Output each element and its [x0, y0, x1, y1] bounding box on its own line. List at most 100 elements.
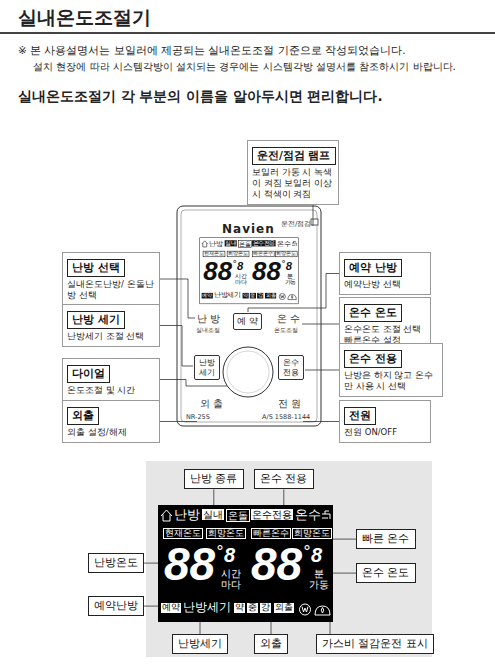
- leader-line: [313, 205, 314, 226]
- leader-line: [330, 622, 331, 634]
- lcd-label: 외출: [274, 603, 294, 613]
- panel-label: 운전/점검: [281, 219, 311, 229]
- button-label: 예 약: [233, 313, 262, 330]
- title-rule: [0, 32, 495, 34]
- lcd-label: 현재온도: [203, 251, 225, 257]
- callout-body: 난방세기 조절 선택: [67, 331, 155, 342]
- lcd-label: 희망온도: [227, 251, 249, 257]
- thermostat-housing: [177, 206, 321, 426]
- callout-heading: 온수 전용: [344, 350, 402, 368]
- lcd-label: 강: [257, 293, 263, 299]
- leader-line: [160, 326, 193, 367]
- panel-label: A/S 1588-1144: [262, 413, 310, 421]
- callout-box: 다이얼온도조절 및 시간: [62, 358, 160, 401]
- callout-box: 외출외출 설정/해제: [62, 400, 160, 443]
- dial: [223, 347, 273, 397]
- callout-label: 난방온도: [94, 556, 138, 570]
- callout-box: 가스비 절감운전 표시: [316, 634, 434, 654]
- callout-body: 실내온도난방/ 온돌난방 선택: [67, 279, 155, 301]
- button-label: 난 방: [197, 313, 220, 326]
- leader-line: [283, 489, 284, 505]
- lcd-label: 8: [237, 260, 243, 271]
- callout-box: 난방온도: [88, 553, 144, 573]
- button-label: 외 출: [200, 398, 223, 411]
- button-label: 전 원: [278, 398, 301, 411]
- leader-line: [160, 380, 227, 387]
- lcd-label: °: [281, 259, 285, 269]
- callout-box: 전원전원 ON/OFF: [339, 400, 431, 443]
- lcd-label: 88: [252, 258, 281, 284]
- lcd-label: 난방세기: [183, 601, 231, 614]
- lcd-label: 중: [247, 603, 258, 613]
- callout-heading: 예약 난방: [344, 259, 402, 277]
- leader-line: [160, 421, 197, 422]
- leader-line: [305, 370, 339, 371]
- lcd-display-small: 난방실내온돌온수전용온수현재온도희망온도빠른온수희망온도88°8시간 마다88°…: [200, 238, 298, 304]
- lcd-label: 온수: [295, 508, 321, 522]
- leader-line: [271, 622, 272, 634]
- flame-cloud-icon: [288, 295, 296, 300]
- lcd-label: 난방: [209, 240, 224, 248]
- callout-body: 전원 ON/OFF: [344, 427, 426, 438]
- note-text: ※ 본 사용설명서는 보일러에 제공되는 실내온도조절 기준으로 작성되었습니다…: [18, 44, 406, 58]
- callout-label: 가스비 절감운전 표시: [322, 637, 428, 651]
- lcd-label: 약: [243, 293, 249, 299]
- callout-box: 예약 난방예약난방 선택: [339, 252, 431, 295]
- note-text: 설치 현장에 따라 시스템각방이 설치되는 경우에는 시스템각방 설명서를 참조…: [33, 60, 456, 74]
- lcd-label: 8: [224, 545, 235, 565]
- lcd-label: 시간 마다: [220, 569, 242, 590]
- callout-label: 빠른 온수: [362, 532, 410, 546]
- panel-label: 실내조절: [196, 326, 220, 335]
- lcd-label: 온수전용: [252, 240, 276, 246]
- callout-box: 온수 전용난방은 하지 않고 온수만 사용 시 선택: [339, 343, 443, 397]
- leader-line: [144, 606, 158, 607]
- lcd-label: 온돌: [238, 240, 251, 247]
- leader-line: [333, 539, 356, 540]
- lcd-label: 88: [203, 258, 232, 284]
- callout-label: 온수 온도: [362, 566, 410, 580]
- callout-body: 보일러 가동 시 녹색이 켜짐 보일러 이상 시 적색이 켜짐: [252, 167, 334, 200]
- leader-line: [303, 421, 339, 422]
- gas-saving-ring: [300, 604, 311, 615]
- callout-heading: 다이얼: [67, 365, 110, 383]
- lcd-label: 난방세기: [214, 292, 241, 299]
- lcd-label: 빠른온수: [252, 251, 274, 257]
- page-title: 실내온도조절기: [18, 5, 151, 31]
- lcd-label: 88: [164, 541, 215, 587]
- lcd-label: 외출: [265, 293, 276, 299]
- callout-label: 예약난방: [94, 599, 138, 613]
- callout-box: 난방 종류: [184, 469, 244, 489]
- button-label: 온수 전용: [278, 355, 304, 380]
- lcd-label: 실내: [202, 509, 224, 520]
- callout-label: 외출: [260, 637, 282, 651]
- button-label: 난방 세기: [194, 355, 220, 380]
- callout-label: 난방 종류: [190, 472, 238, 486]
- gas-saving-mark: [302, 607, 308, 613]
- lcd-label: 온돌: [226, 509, 250, 522]
- callout-heading: 온수 온도: [344, 304, 402, 322]
- callout-box: 빠른 온수: [356, 529, 416, 549]
- callout-body: 난방은 하지 않고 온수만 사용 시 선택: [344, 370, 438, 392]
- leader-line: [200, 622, 201, 634]
- lcd-label: 실내: [225, 240, 237, 246]
- lcd-label: 강: [260, 603, 271, 613]
- thermostat-face: [181, 210, 317, 422]
- callout-box: 온수 온도: [356, 563, 416, 583]
- callout-body: 예약난방 선택: [344, 279, 426, 290]
- lcd-label: 약: [234, 603, 245, 613]
- callout-box: 온수 전용: [254, 469, 314, 489]
- brand-logo: Navien: [222, 222, 275, 236]
- status-lamp: [311, 219, 318, 225]
- callout-box: 난방세기: [172, 634, 228, 654]
- lcd-label: 온수: [277, 240, 292, 248]
- house-icon: [161, 510, 172, 521]
- callout-box: 난방 선택실내온도난방/ 온돌난방 선택: [62, 252, 160, 306]
- lcd-label: 분 가동: [308, 569, 330, 590]
- callout-label: 난방세기: [178, 637, 222, 651]
- button-label: 온 수: [277, 313, 300, 326]
- lcd-label: 8: [311, 545, 322, 565]
- lcd-label: °: [216, 543, 224, 561]
- callout-label: 온수 전용: [260, 472, 308, 486]
- callout-heading: 난방 세기: [67, 311, 125, 329]
